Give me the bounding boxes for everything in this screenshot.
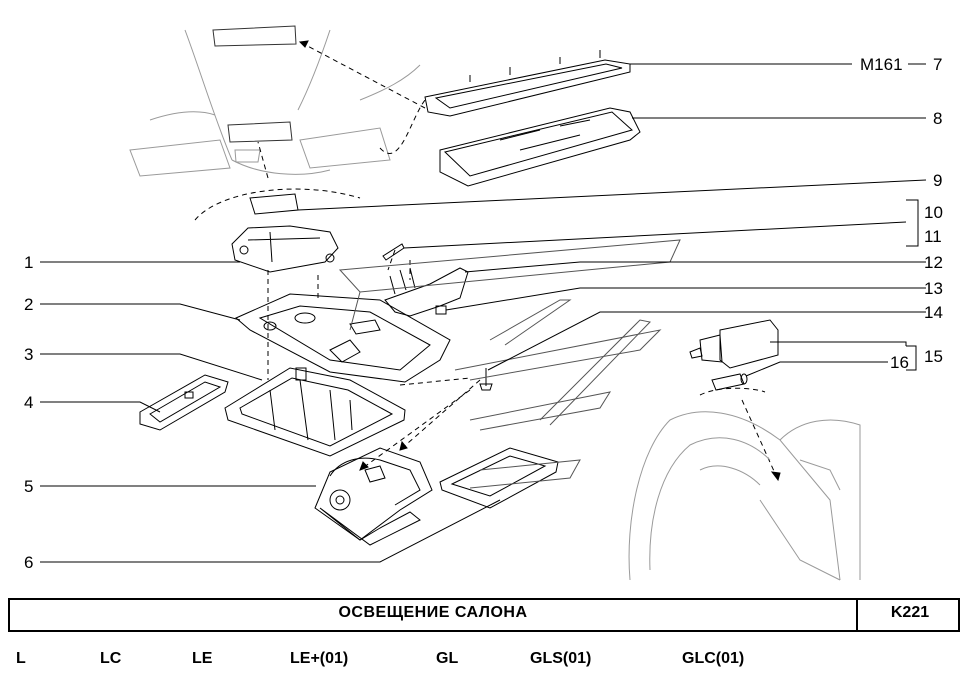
- page-title: ОСВЕЩЕНИЕ САЛОНА: [338, 604, 528, 621]
- car-roof-sketch: [129, 25, 421, 177]
- callout-4: 4: [24, 393, 34, 412]
- callout-13: 13: [924, 279, 943, 298]
- title-block-top-rule: [8, 598, 960, 600]
- part-3-lamp-base: [224, 367, 406, 457]
- title-block-divider: [856, 598, 858, 632]
- callout-2: 2: [24, 295, 34, 314]
- catalog-code: K221: [890, 604, 930, 621]
- callout-11: 11: [924, 227, 942, 246]
- title-block-left-rule: [8, 598, 10, 632]
- part-4-diffuser: [139, 374, 229, 431]
- callout-16: 16: [890, 353, 909, 372]
- callout-14: 14: [924, 303, 943, 322]
- part-14-screw: [479, 368, 493, 391]
- callout-10: 10: [924, 203, 943, 222]
- callout-5: 5: [24, 477, 34, 496]
- callout-1: 1: [24, 253, 34, 272]
- callout-7: 7: [933, 55, 943, 74]
- callout-8: 8: [933, 109, 943, 128]
- title-block: ОСВЕЩЕНИЕ САЛОНА K221 L LC LE LE+(01) GL…: [0, 596, 968, 692]
- rear-hatch-sketch: [628, 411, 861, 581]
- callout-3: 3: [24, 345, 34, 364]
- part-12-13-clip: [382, 243, 469, 317]
- callout-9: 9: [933, 171, 943, 190]
- leader-dash-1: [257, 141, 269, 179]
- variant-le-01: LE+(01): [290, 650, 349, 667]
- part-7-frame: [424, 50, 631, 117]
- callout-6: 6: [24, 553, 34, 572]
- exploded-parts-diagram: M161 7 8 9 10 11 1 12 13 2 14 15 3 16 4 …: [24, 25, 943, 581]
- part-6-lens: [439, 447, 559, 509]
- part-15-bulb-holder: [689, 319, 779, 369]
- callout-ref-m161: M161: [860, 55, 903, 74]
- part-8-housing: [439, 107, 641, 187]
- part-2-console: [235, 293, 451, 383]
- variant-l: L: [16, 650, 26, 667]
- variant-glc-01: GLC(01): [682, 650, 745, 667]
- variant-lc: LC: [100, 650, 122, 667]
- variant-gls-01: GLS(01): [530, 650, 592, 667]
- diagram-drawing: [40, 25, 927, 581]
- callout-15: 15: [924, 347, 943, 366]
- part-1-bracket: [231, 225, 339, 273]
- title-block-right-rule: [958, 598, 960, 632]
- variant-le: LE: [192, 650, 213, 667]
- part-5-lamp-unit: [314, 447, 433, 546]
- callout-12: 12: [924, 253, 943, 272]
- leader-dash-7: [299, 41, 426, 109]
- title-block-bottom-rule: [8, 630, 960, 632]
- leader-lines: [40, 63, 927, 563]
- variant-gl: GL: [436, 650, 459, 667]
- part-9-pad: [249, 193, 299, 215]
- part-16-bulb: [711, 373, 748, 391]
